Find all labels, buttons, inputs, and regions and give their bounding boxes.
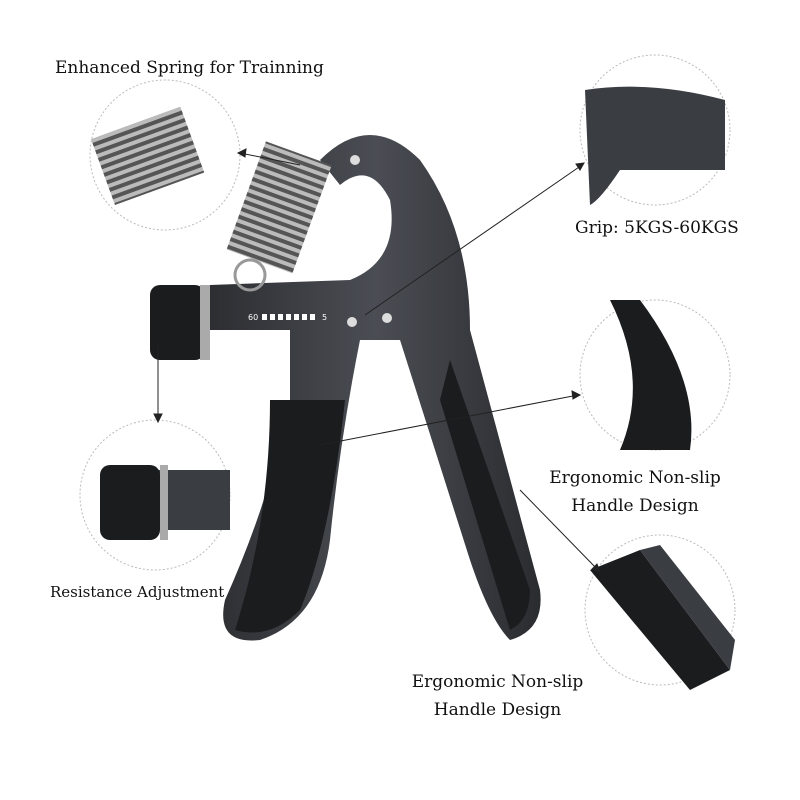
- detail-circle-knob: [79, 419, 231, 571]
- label-line: Ergonomic Non-slip: [411, 672, 584, 692]
- label-line: Handle Design: [433, 700, 562, 720]
- label-spring: Enhanced Spring for Trainning: [55, 58, 324, 78]
- callout-arrows: [153, 148, 601, 573]
- detail-circle-scale: [579, 54, 731, 206]
- label-line: Ergonomic Non-slip: [549, 468, 721, 488]
- label-handle-right: Ergonomic Non-slip Handle Design: [540, 464, 730, 520]
- label-grip-range: Grip: 5KGS-60KGS: [575, 218, 739, 238]
- label-resistance: Resistance Adjustment: [50, 583, 225, 601]
- label-handle-bottom: Ergonomic Non-slip Handle Design: [400, 668, 595, 724]
- scale-max: 60: [248, 313, 258, 322]
- gripper: 60 5: [150, 135, 541, 641]
- detail-circle-spring: [89, 79, 241, 231]
- scale-min: 5: [322, 313, 327, 322]
- detail-circle-handle-bottom: [584, 534, 736, 690]
- label-line: Handle Design: [571, 496, 699, 516]
- detail-circle-handle-right: [579, 299, 731, 451]
